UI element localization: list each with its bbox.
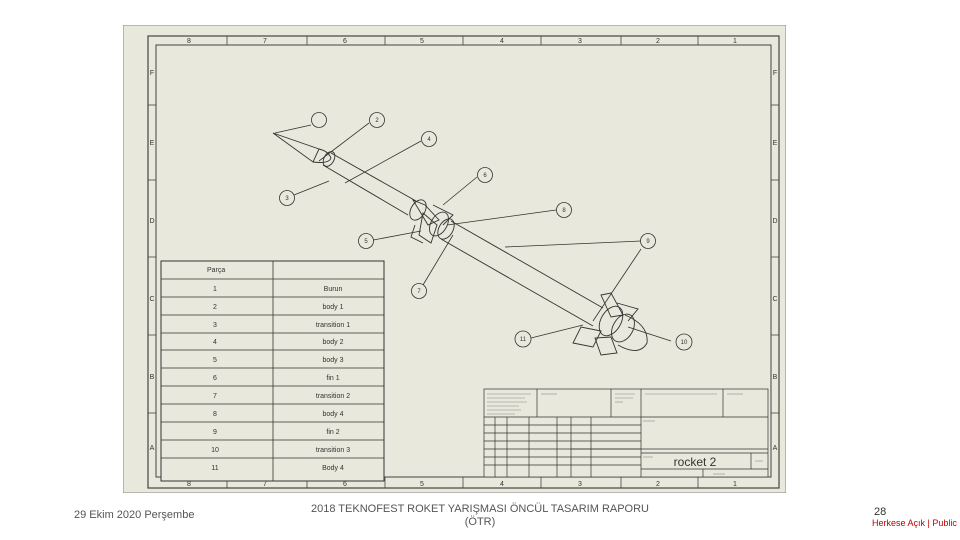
bom-num: 9 — [213, 429, 217, 436]
footer-title: 2018 TEKNOFEST ROKET YARIŞMASI ÖNCÜL TAS… — [300, 503, 660, 529]
drawing-name: rocket 2 — [674, 455, 717, 469]
bom-name: fin 1 — [326, 375, 339, 382]
zone-col-label: 3 — [578, 481, 582, 488]
balloon — [311, 112, 327, 128]
bom-num: 5 — [213, 357, 217, 364]
zone-col-label: 2 — [656, 481, 660, 488]
bom-name: body 4 — [322, 411, 343, 418]
zone-row-label: D — [772, 218, 777, 225]
bom-num: 7 — [213, 393, 217, 400]
svg-text:11: 11 — [520, 337, 527, 343]
bom-num: 11 — [211, 465, 218, 472]
balloon: 9 — [640, 233, 656, 249]
zone-col-label: 6 — [343, 481, 347, 488]
footer-date: 29 Ekim 2020 Perşembe — [74, 509, 195, 521]
bom-name: transition 3 — [316, 447, 350, 454]
zone-row-label: A — [150, 445, 155, 452]
zone-col-label: 2 — [656, 38, 660, 45]
zone-row-label: C — [772, 296, 777, 303]
balloon: 5 — [358, 233, 374, 249]
inner-frame — [155, 44, 772, 478]
zone-col-label: 4 — [500, 481, 504, 488]
svg-text:2: 2 — [375, 118, 379, 124]
zone-row-label: C — [149, 296, 154, 303]
title-block — [483, 388, 769, 478]
svg-text:3: 3 — [285, 196, 289, 202]
bom-num: 6 — [213, 375, 217, 382]
bom-header: Parça — [207, 267, 225, 274]
zone-col-label: 1 — [733, 481, 737, 488]
zone-col-label: 4 — [500, 38, 504, 45]
footer-title-line1: 2018 TEKNOFEST ROKET YARIŞMASI ÖNCÜL TAS… — [310, 503, 650, 515]
zone-col-label: 6 — [343, 38, 347, 45]
zone-col-label: 7 — [263, 38, 267, 45]
svg-text:5: 5 — [364, 239, 368, 245]
zone-row-label: F — [773, 70, 777, 77]
bom-name: body 1 — [322, 304, 343, 311]
footer-title-line2: (ÖTR) — [464, 516, 496, 528]
zone-col-label: 5 — [420, 38, 424, 45]
classification-label: Herkese Açık | Public — [872, 518, 957, 528]
bom-num: 3 — [213, 322, 217, 329]
balloon: 6 — [477, 167, 493, 183]
bom-name: fin 2 — [326, 429, 339, 436]
zone-row-label: D — [149, 218, 154, 225]
bom-name: transition 1 — [316, 322, 350, 329]
balloon: 10 — [675, 333, 693, 351]
outer-frame — [147, 35, 780, 489]
bom-num: 1 — [213, 286, 217, 293]
bom-name: Burun — [324, 286, 343, 293]
balloon: 7 — [411, 283, 427, 299]
bom-num: 8 — [213, 411, 217, 418]
balloon: 2 — [369, 112, 385, 128]
svg-text:9: 9 — [646, 239, 650, 245]
page-number: 28 — [874, 506, 887, 518]
rocket-assembly-view — [272, 132, 648, 356]
zone-col-label: 1 — [733, 38, 737, 45]
bom-num: 2 — [213, 304, 217, 311]
zone-row-label: B — [150, 374, 155, 381]
bom-name: body 3 — [322, 357, 343, 364]
svg-text:10: 10 — [681, 340, 688, 346]
zone-col-label: 8 — [187, 38, 191, 45]
engineering-drawing: 8 7 6 5 4 3 2 1 8 7 6 5 4 3 2 1 F E D C … — [123, 25, 786, 493]
svg-text:6: 6 — [483, 173, 487, 179]
zone-row-label: E — [773, 140, 778, 147]
bom-name: transition 2 — [316, 393, 350, 400]
zone-col-label: 8 — [187, 481, 191, 488]
svg-text:4: 4 — [427, 137, 431, 143]
bom-num: 10 — [211, 447, 219, 454]
zone-col-label: 7 — [263, 481, 267, 488]
bom-name: body 2 — [322, 339, 343, 346]
balloon: 8 — [556, 202, 572, 218]
zone-row-label: A — [773, 445, 778, 452]
zone-col-label: 5 — [420, 481, 424, 488]
zone-row-label: B — [773, 374, 778, 381]
zone-col-label: 3 — [578, 38, 582, 45]
zone-row-label: F — [150, 70, 154, 77]
balloon: 11 — [514, 330, 532, 348]
bom-table: Parça 1 Burun 2 body 1 3 transition 1 4 … — [160, 260, 385, 482]
svg-text:7: 7 — [417, 289, 421, 295]
svg-text:8: 8 — [562, 208, 566, 214]
balloon: 4 — [421, 131, 437, 147]
zone-row-label: E — [150, 140, 155, 147]
balloon: 3 — [279, 190, 295, 206]
bom-name: Body 4 — [322, 465, 344, 472]
bom-num: 4 — [213, 339, 217, 346]
